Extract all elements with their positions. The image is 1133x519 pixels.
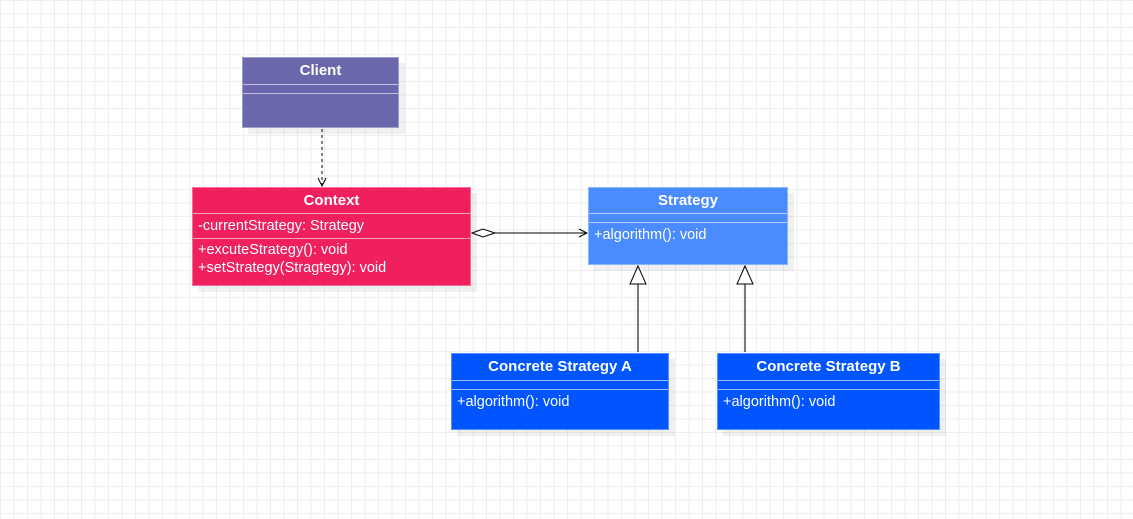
attributes-section: -currentStrategy: Strategy (193, 214, 470, 239)
method: +setStrategy(Stragtegy): void (198, 260, 387, 276)
class-concrete-strategy-b[interactable]: Concrete Strategy B +algorithm(): void (717, 353, 940, 430)
attribute: -currentStrategy: Strategy (198, 218, 365, 234)
class-name: Strategy (589, 188, 787, 214)
method: +algorithm(): void (723, 394, 836, 410)
methods-section: +excuteStrategy(): void +setStrategy(Str… (193, 239, 470, 277)
class-name: Concrete Strategy A (452, 354, 668, 381)
attributes-section (243, 85, 398, 94)
class-strategy[interactable]: Strategy +algorithm(): void (588, 187, 788, 265)
attributes-section (452, 381, 668, 390)
method: +algorithm(): void (457, 394, 570, 410)
methods-section: +algorithm(): void (718, 390, 939, 411)
class-name: Context (193, 188, 470, 214)
class-context[interactable]: Context -currentStrategy: Strategy +excu… (192, 187, 471, 286)
attributes-section (589, 214, 787, 223)
class-name: Concrete Strategy B (718, 354, 939, 381)
aggregation-arrow (470, 228, 587, 238)
attributes-section (718, 381, 939, 390)
class-client[interactable]: Client (242, 57, 399, 128)
methods-section: +algorithm(): void (452, 390, 668, 411)
method: +excuteStrategy(): void (198, 242, 348, 258)
class-concrete-strategy-a[interactable]: Concrete Strategy A +algorithm(): void (451, 353, 669, 430)
generalization-arrow-a (629, 264, 647, 352)
methods-section: +algorithm(): void (589, 223, 787, 244)
class-name: Client (243, 58, 398, 85)
method: +algorithm(): void (594, 227, 707, 243)
generalization-arrow-b (736, 264, 754, 352)
